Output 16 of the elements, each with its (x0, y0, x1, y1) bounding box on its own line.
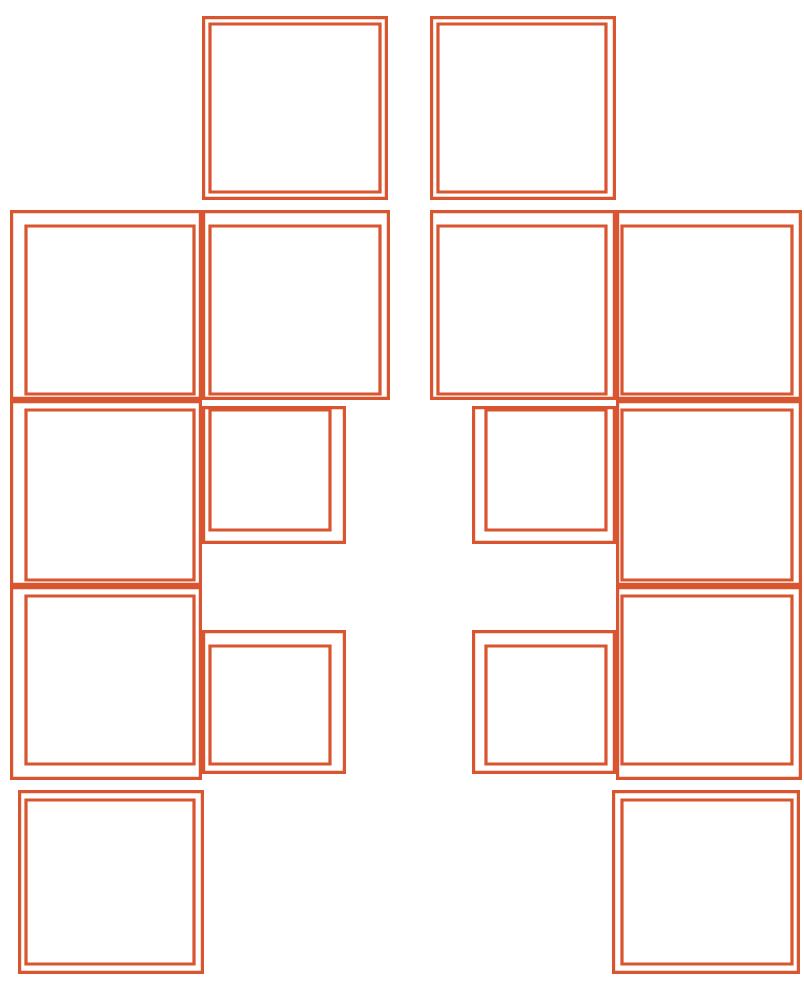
double-square (616, 210, 802, 400)
double-square (10, 400, 202, 586)
double-square (202, 630, 346, 774)
double-square (471, 630, 616, 774)
double-square (430, 16, 616, 200)
double-square (612, 790, 800, 974)
double-square (430, 210, 616, 400)
double-square (616, 586, 802, 780)
double-square (10, 210, 202, 400)
double-square (471, 406, 616, 544)
double-square (10, 586, 202, 780)
double-square (18, 790, 204, 974)
double-square (202, 16, 388, 200)
double-square (202, 406, 346, 544)
double-square (616, 400, 802, 586)
double-square (202, 210, 390, 400)
